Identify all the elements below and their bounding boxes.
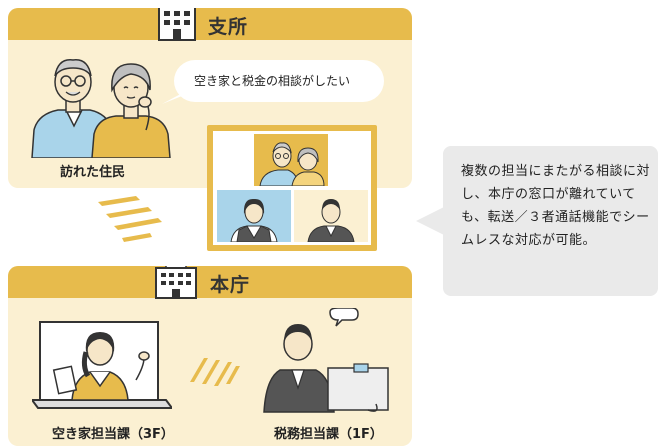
video-tile-staff-1 [217,190,291,242]
branch-title: 支所 [208,16,249,38]
speech-bubble: 空き家と税金の相談がしたい [174,60,384,102]
vacant-house-dept-caption: 空き家担当課（3F） [52,427,174,442]
residents-caption: 訪れた住民 [60,165,126,180]
residents-illustration [31,59,171,158]
speech-bubble-tail [162,90,188,104]
connection-signal-icon [98,196,162,242]
government-building-icon [155,266,197,299]
note-box: 複数の担当にまたがる相談に対し、本庁の窓口が離れていても、転送／３者通話機能でシ… [443,146,658,296]
department-signal-icon [190,358,240,386]
headquarters-header: 本庁 [8,266,412,299]
desk-staff-illustration [263,308,389,413]
laptop-staff-illustration [32,321,172,409]
video-tile-staff-2 [294,190,368,242]
headquarters-title: 本庁 [210,274,251,296]
note-pointer [416,206,446,236]
tax-dept-caption: 税務担当課（1F） [274,427,383,442]
branch-header: 支所 [8,8,412,41]
speech-text: 空き家と税金の相談がしたい [194,74,351,88]
building-icon [158,8,196,41]
note-text: 複数の担当にまたがる相談に対し、本庁の窓口が離れていても、転送／３者通話機能でシ… [461,164,651,248]
video-tile-residents [254,134,328,186]
